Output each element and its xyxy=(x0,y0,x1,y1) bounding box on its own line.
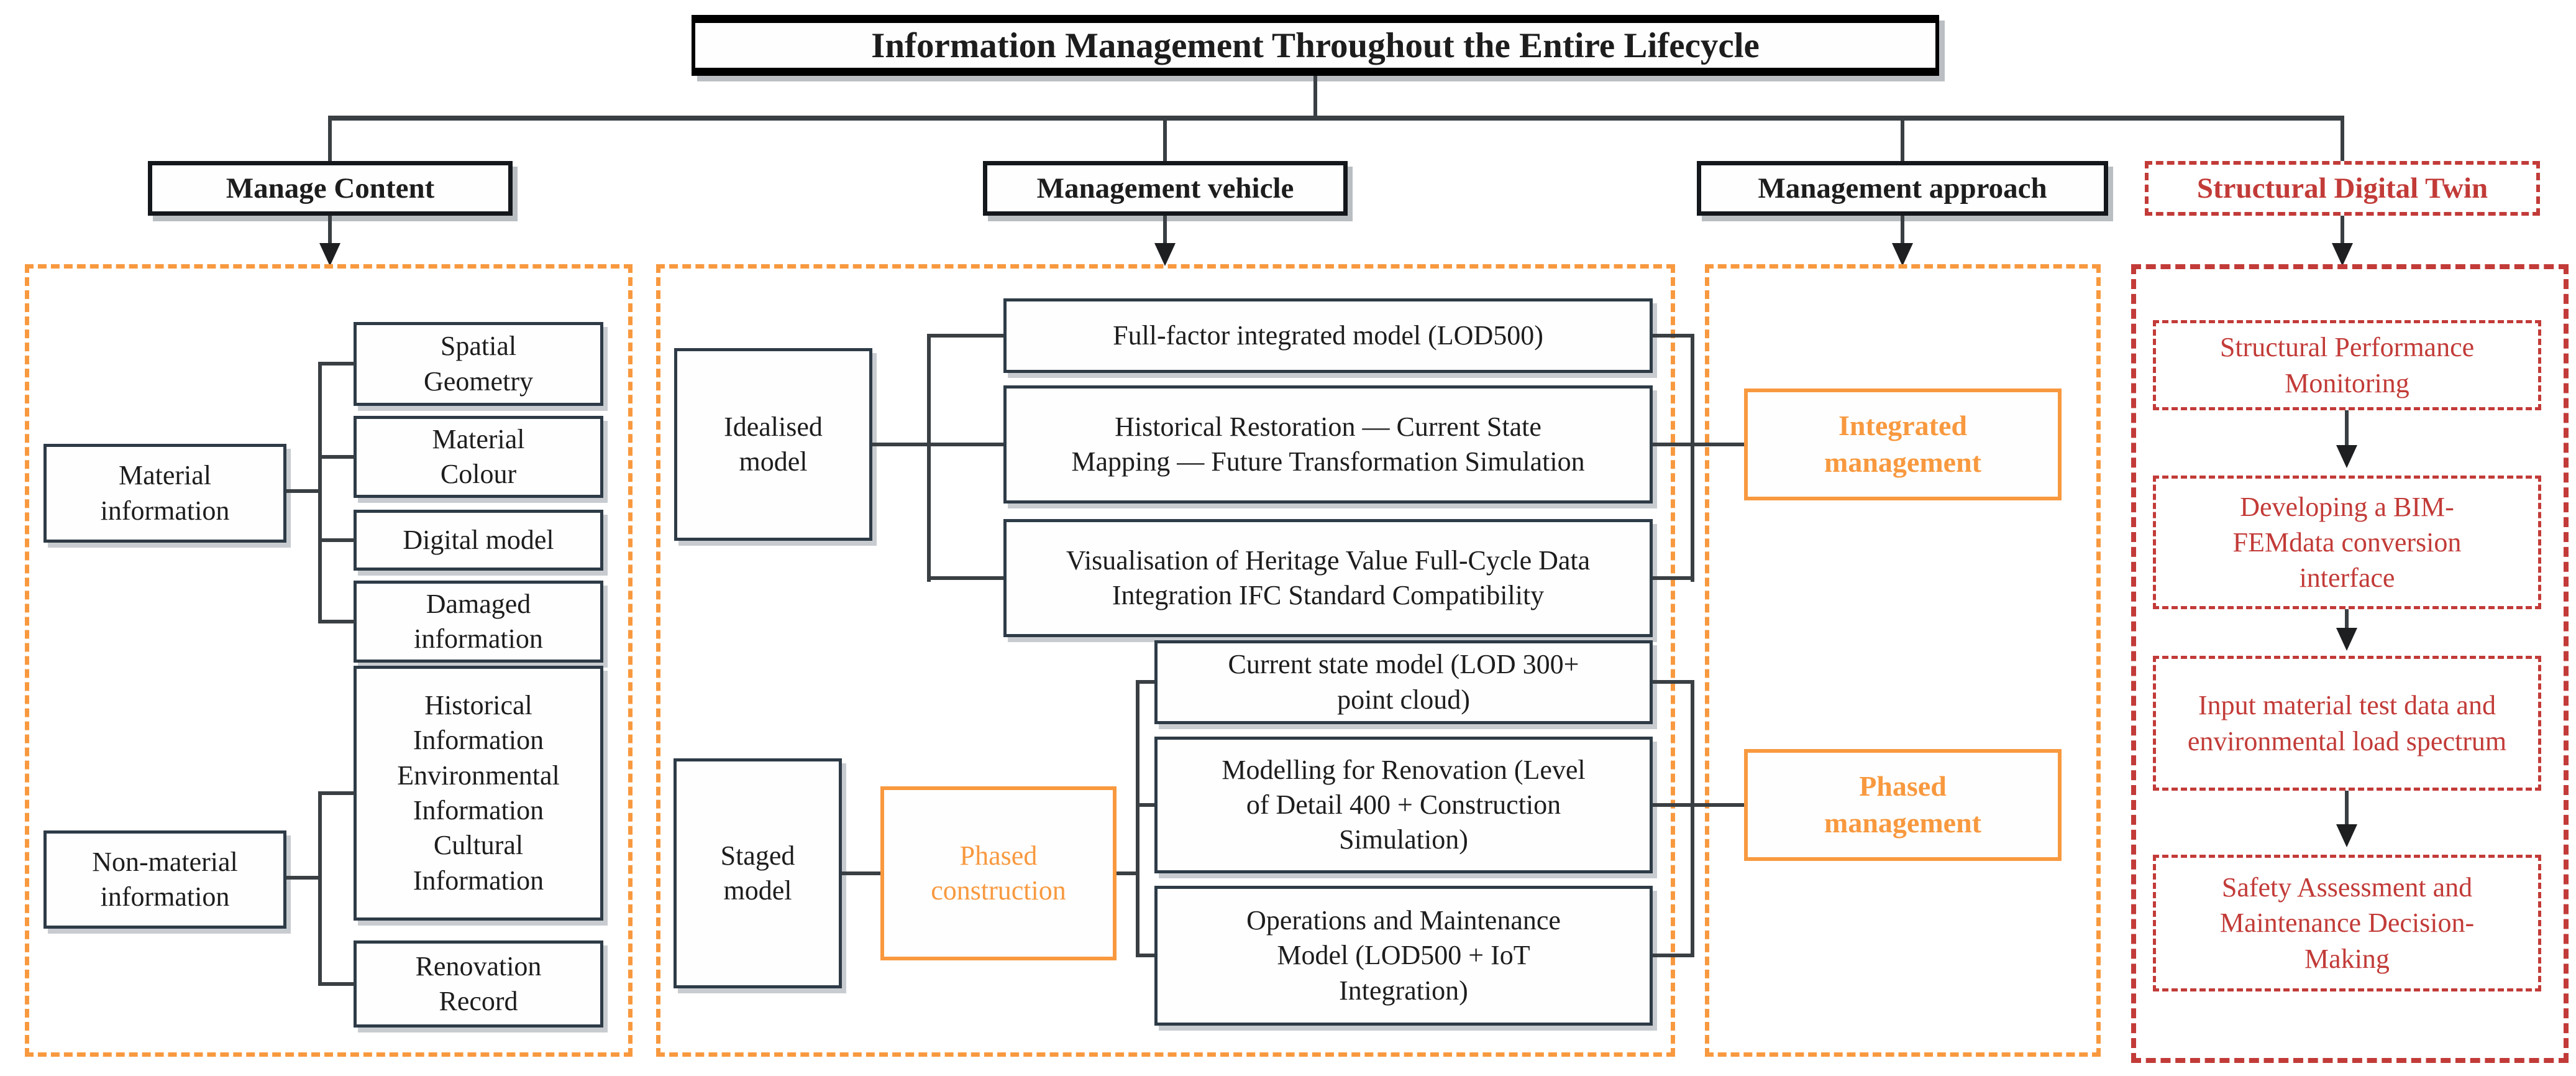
heritage-value-visualisation-box: Visualisation of Heritage Value Full-Cyc… xyxy=(1003,519,1653,637)
arrow-down-icon xyxy=(2336,824,2357,847)
connector-line xyxy=(320,620,355,623)
connector-line xyxy=(927,334,931,582)
diagram-title: Information Management Throughout the En… xyxy=(692,15,1939,76)
connector-line xyxy=(842,871,880,875)
full-factor-model-box: Full-factor integrated model (LOD500) xyxy=(1003,298,1653,373)
connector-line xyxy=(320,362,355,366)
header-management-vehicle: Management vehicle xyxy=(983,161,1348,216)
non-material-information-box: Non-material information xyxy=(43,830,286,929)
management-vehicle-container xyxy=(656,264,1675,1057)
connector-line xyxy=(1901,121,1904,161)
connector-line xyxy=(1694,803,1744,807)
connector-line xyxy=(1163,121,1167,161)
connector-line xyxy=(1117,871,1138,875)
connector-line xyxy=(320,791,355,795)
header-manage-content: Manage Content xyxy=(148,161,513,216)
connector-line xyxy=(2345,609,2349,630)
connector-line xyxy=(320,982,355,986)
renovation-record-box: Renovation Record xyxy=(354,940,603,1028)
connector-line xyxy=(318,791,322,986)
connector-line xyxy=(2345,410,2349,448)
arrow-down-icon xyxy=(2336,445,2357,468)
connector-line xyxy=(1136,680,1140,957)
connector-line xyxy=(2341,216,2344,246)
operations-maintenance-model-box: Operations and Maintenance Model (LOD500… xyxy=(1154,886,1653,1026)
connector-line xyxy=(1313,76,1317,117)
connector-line xyxy=(1140,954,1154,957)
connector-line xyxy=(2341,121,2344,161)
damaged-information-box: Damaged information xyxy=(354,581,603,663)
connector-line xyxy=(1653,334,1694,338)
connector-line xyxy=(1653,576,1694,580)
material-test-data-box: Input material test data and environment… xyxy=(2153,656,2541,791)
structural-digital-twin-container xyxy=(2131,264,2569,1063)
header-structural-digital-twin: Structural Digital Twin xyxy=(2145,161,2540,216)
material-information-box: Material information xyxy=(43,444,286,543)
spatial-geometry-box: Spatial Geometry xyxy=(354,322,603,406)
phased-construction-box: Phased construction xyxy=(880,786,1117,960)
connector-line xyxy=(1653,680,1694,684)
connector-line xyxy=(1694,443,1744,446)
connector-line xyxy=(328,121,332,161)
staged-model-box: Staged model xyxy=(674,758,842,988)
connector-line xyxy=(1653,443,1694,446)
material-colour-box: Material Colour xyxy=(354,416,603,498)
connector-line xyxy=(1140,803,1154,807)
current-state-model-box: Current state model (LOD 300+ point clou… xyxy=(1154,640,1653,724)
connector-line xyxy=(328,216,332,246)
arrow-down-icon xyxy=(2336,628,2357,651)
connector-line xyxy=(1691,334,1694,582)
connector-line xyxy=(318,362,322,623)
connector-line xyxy=(931,443,1003,446)
integrated-management-box: Integrated management xyxy=(1744,389,2062,500)
connector-line xyxy=(1140,680,1154,684)
connector-line xyxy=(931,576,1003,580)
connector-line xyxy=(320,455,355,459)
connector-line xyxy=(1653,803,1694,807)
connector-line xyxy=(320,538,355,542)
manage-content-container xyxy=(25,264,633,1057)
phased-management-box: Phased management xyxy=(1744,749,2062,861)
arrow-down-icon xyxy=(2332,243,2353,266)
connector-line xyxy=(328,116,2344,121)
idealised-model-box: Idealised model xyxy=(674,348,872,541)
safety-assessment-box: Safety Assessment and Maintenance Decisi… xyxy=(2153,855,2541,991)
connector-line xyxy=(1653,954,1694,957)
modelling-for-renovation-box: Modelling for Renovation (Level of Detai… xyxy=(1154,737,1653,873)
historical-environmental-cultural-box: Historical Information Environmental Inf… xyxy=(354,666,603,921)
connector-line xyxy=(1691,680,1694,957)
connector-line xyxy=(286,489,321,493)
connector-line xyxy=(1901,216,1904,246)
connector-line xyxy=(286,876,321,880)
connector-line xyxy=(931,334,1003,338)
management-approach-container xyxy=(1705,264,2101,1057)
arrow-down-icon xyxy=(1892,243,1913,266)
historical-restoration-box: Historical Restoration — Current State M… xyxy=(1003,385,1653,504)
bim-fem-conversion-box: Developing a BIM-FEMdata conversion inte… xyxy=(2153,476,2541,609)
structural-performance-monitoring-box: Structural Performance Monitoring xyxy=(2153,320,2541,410)
connector-line xyxy=(872,443,929,446)
arrow-down-icon xyxy=(319,243,340,266)
arrow-down-icon xyxy=(1154,243,1176,266)
connector-line xyxy=(2345,791,2349,827)
header-management-approach: Management approach xyxy=(1697,161,2108,216)
digital-model-box: Digital model xyxy=(354,510,603,571)
connector-line xyxy=(1163,216,1167,246)
